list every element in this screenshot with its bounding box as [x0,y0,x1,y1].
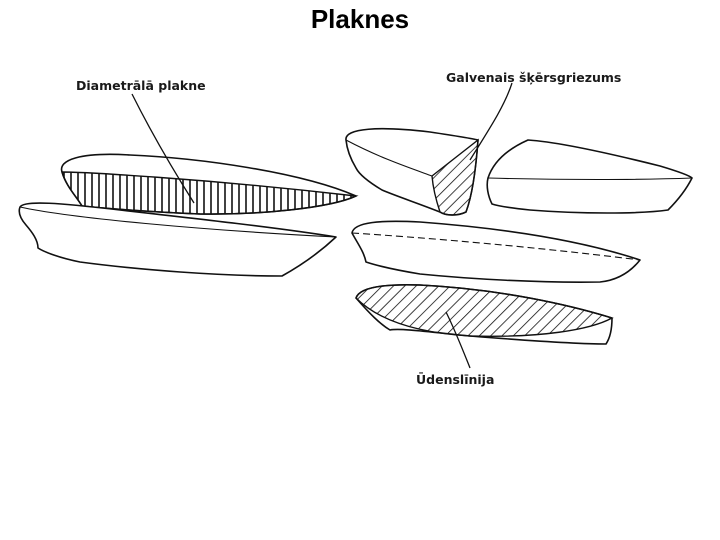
waterline-label: Ūdenslīnija [416,372,494,387]
centerline-plane-label: Diametrālā plakne [76,78,206,93]
midship-section-label: Galvenais šķērsgriezums [446,70,621,85]
waterline-leader [445,311,471,369]
waterline-hatch [355,284,614,337]
midship-section-hull-left [345,127,479,216]
midship-section-leader [469,82,513,161]
waterline-hull [355,283,614,345]
centerline-plane-hull-bottom [18,202,337,277]
midship-section-hull-right [486,139,693,214]
centerline-plane-hull-top [60,153,359,215]
midship-section-hatch [431,138,479,216]
centerline-plane-leader [131,93,195,204]
slide-title: Plaknes [310,4,410,34]
middle-hull [351,220,641,283]
